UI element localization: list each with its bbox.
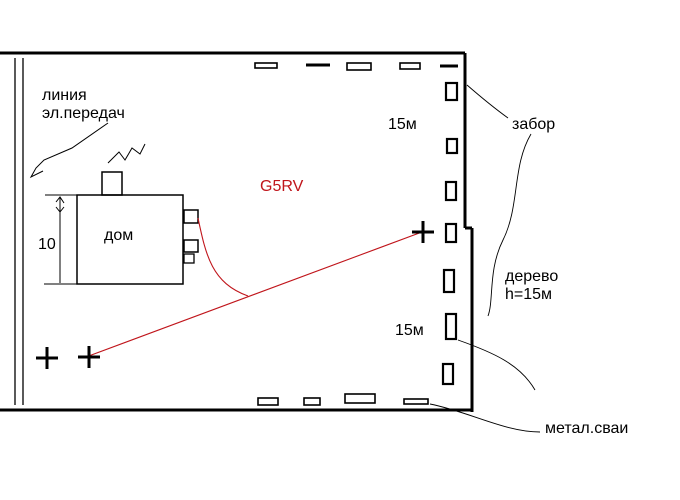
power-line-label: линия эл.передач <box>42 87 125 123</box>
antenna-masts <box>36 221 434 369</box>
house-size-label: 10 <box>38 236 56 253</box>
antenna-wire <box>85 231 423 358</box>
fence-label: забор <box>512 116 556 133</box>
house-label: дом <box>104 227 134 244</box>
dimension-top-label: 15м <box>388 116 417 133</box>
antenna-label: G5RV <box>260 178 304 195</box>
antenna-feedline <box>197 217 249 297</box>
house <box>76 171 199 285</box>
tree-label: дерево h=15м <box>505 268 559 304</box>
chimney-smoke <box>107 143 146 164</box>
fence-bottom <box>257 393 429 406</box>
fence-leader <box>466 84 509 119</box>
fence-top <box>254 62 458 71</box>
piles-leader-upper <box>457 339 536 391</box>
house-dimension <box>44 194 77 285</box>
piles-label: метал.сваи <box>545 420 629 437</box>
piles-leader-lower <box>429 403 541 433</box>
fence-right <box>441 81 459 386</box>
power-line-pointer <box>29 122 109 179</box>
tree-leader <box>487 133 532 317</box>
plot-boundary <box>0 51 474 412</box>
power-line <box>14 58 24 405</box>
dimension-bottom-label: 15м <box>395 322 424 339</box>
